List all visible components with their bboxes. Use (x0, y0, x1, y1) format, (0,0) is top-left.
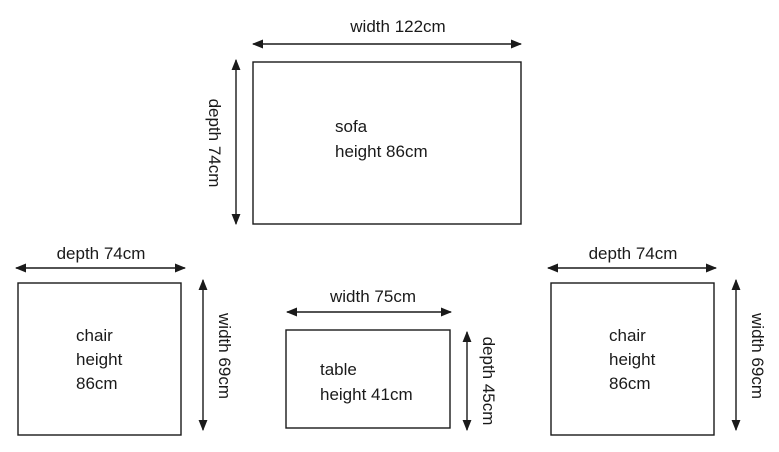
sofa-rectangle (252, 61, 522, 225)
chair-right-depth-label: depth 74cm (589, 244, 678, 263)
table-rectangle (285, 329, 451, 429)
chair-left-height-line1: height (76, 350, 123, 369)
table-name: table (320, 360, 357, 379)
chair-right-height-line2: 86cm (609, 374, 651, 393)
sofa-height-label: height 86cm (335, 142, 428, 161)
chair-left-depth-label: depth 74cm (57, 244, 146, 263)
chair-right-width-label: width 69cm (748, 312, 767, 399)
chair-right-name: chair (609, 326, 646, 345)
chair-right-height-line1: height (609, 350, 656, 369)
chair-right-group: depth 74cm chair height 86cm width 69cm (546, 244, 767, 436)
chair-left-group: depth 74cm chair height 86cm width 69cm (14, 244, 234, 436)
sofa-width-label: width 122cm (349, 17, 445, 36)
sofa-name: sofa (335, 117, 368, 136)
chair-left-name: chair (76, 326, 113, 345)
table-width-label: width 75cm (329, 287, 416, 306)
sofa-depth-label: depth 74cm (205, 99, 224, 188)
table-depth-label: depth 45cm (479, 337, 498, 426)
chair-left-width-label: width 69cm (215, 312, 234, 399)
chair-left-height-line2: 86cm (76, 374, 118, 393)
sofa-group: width 122cm depth 74cm sofa height 86cm (205, 17, 523, 226)
table-group: width 75cm table height 41cm depth 45cm (285, 287, 498, 432)
chair-right-rectangle (550, 282, 715, 436)
chair-left-rectangle (17, 282, 182, 436)
table-height-label: height 41cm (320, 385, 413, 404)
